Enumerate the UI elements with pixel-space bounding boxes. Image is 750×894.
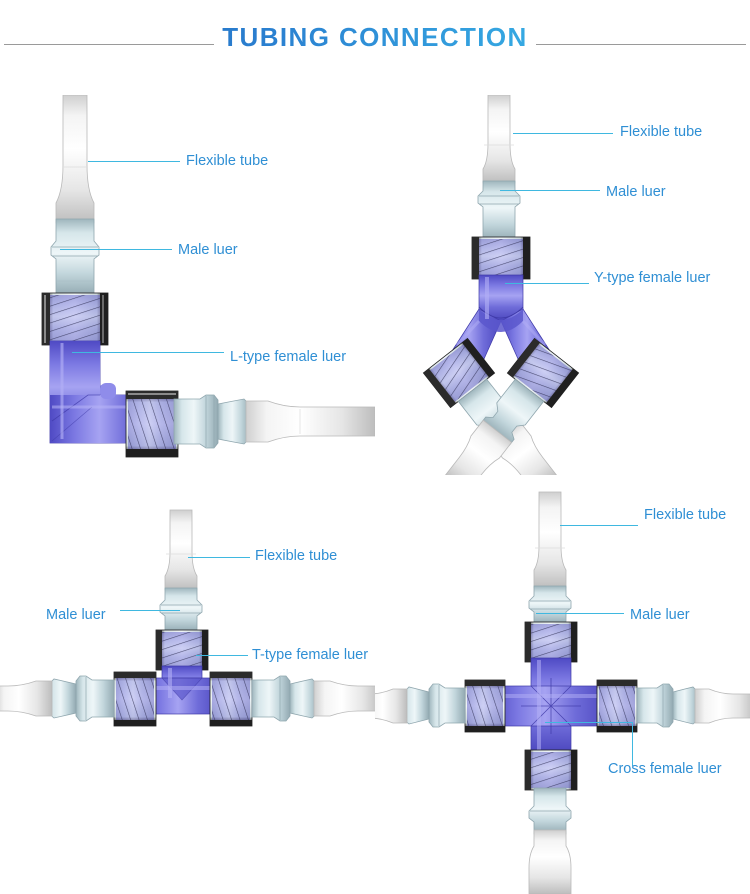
male-luer-vertical [159,587,203,633]
luer-lock-collar-horizontal [125,390,179,458]
label-t-male-luer: Male luer [46,607,106,623]
panel-y-type [375,95,750,475]
label-l-male-luer: Male luer [178,242,238,258]
luer-lock-collar-right [596,679,638,733]
t-type-female-luer-body [141,665,223,715]
leader-y-female-luer [505,283,589,285]
leader-y-male-luer [500,190,600,192]
label-cross-female-luer: Cross female luer [608,761,722,777]
leader-cross-female-luer-h [545,722,633,724]
header-divider-left [4,44,214,45]
luer-lock-collar-right [506,337,580,409]
leader-cross-male-luer [536,613,624,615]
luer-lock-collar-bottom [524,749,578,791]
branch-right-luer-tube [443,378,545,475]
flexible-tube-vertical [482,95,516,184]
label-y-female-luer: Y-type female luer [594,270,711,286]
leader-cross-flexible-tube [560,525,638,527]
luer-lock-collar-vertical [41,292,109,346]
label-l-female-luer: L-type female luer [230,349,347,365]
male-luer-vertical [50,218,100,296]
header-divider-right [536,44,746,45]
flexible-tube-vertical [164,509,198,591]
luer-lock-collar-stem [155,629,209,671]
leader-t-female-luer [196,655,248,657]
luer-lock-collar-top [524,621,578,663]
leader-cross-female-luer-v [632,722,634,766]
label-y-male-luer: Male luer [606,184,666,200]
label-cross-flexible-tube: Flexible tube [644,507,727,523]
label-y-flexible-tube: Flexible tube [620,124,703,140]
flexible-tube-horizontal [245,400,375,443]
label-cross-male-luer: Male luer [630,607,690,623]
label-t-flexible-tube: Flexible tube [255,548,338,564]
label-t-female-luer: T-type female luer [252,647,369,663]
leader-t-flexible-tube [188,557,250,559]
luer-lock-collar-left [113,671,157,727]
luer-lock-collar-right [209,671,253,727]
flexible-tube-top [533,491,567,589]
leader-l-male-luer [60,249,172,251]
page-header: TUBING CONNECTION [0,22,750,66]
label-l-flexible-tube: Flexible tube [186,153,269,169]
male-luer-right [636,683,750,728]
panel-l-type [0,95,375,475]
luer-lock-collar-top [471,236,531,280]
male-luer-top [528,585,572,625]
leader-l-female-luer [72,352,224,354]
male-luer-left [375,683,466,728]
page-title: TUBING CONNECTION [0,22,750,53]
leader-t-male-luer [120,610,180,612]
cross-female-luer-body [490,657,612,755]
luer-lock-collar-left [422,337,496,409]
male-luer-left [0,675,115,722]
male-luer-horizontal [173,394,251,449]
leader-y-flexible-tube [513,133,613,135]
male-luer-bottom [528,787,572,894]
male-luer-right [251,675,375,722]
flexible-tube-vertical [55,95,95,224]
panel-cross-type [375,490,750,894]
luer-lock-collar-left [464,679,506,733]
leader-l-flexible-tube [88,161,180,163]
panel-t-type [0,500,375,780]
